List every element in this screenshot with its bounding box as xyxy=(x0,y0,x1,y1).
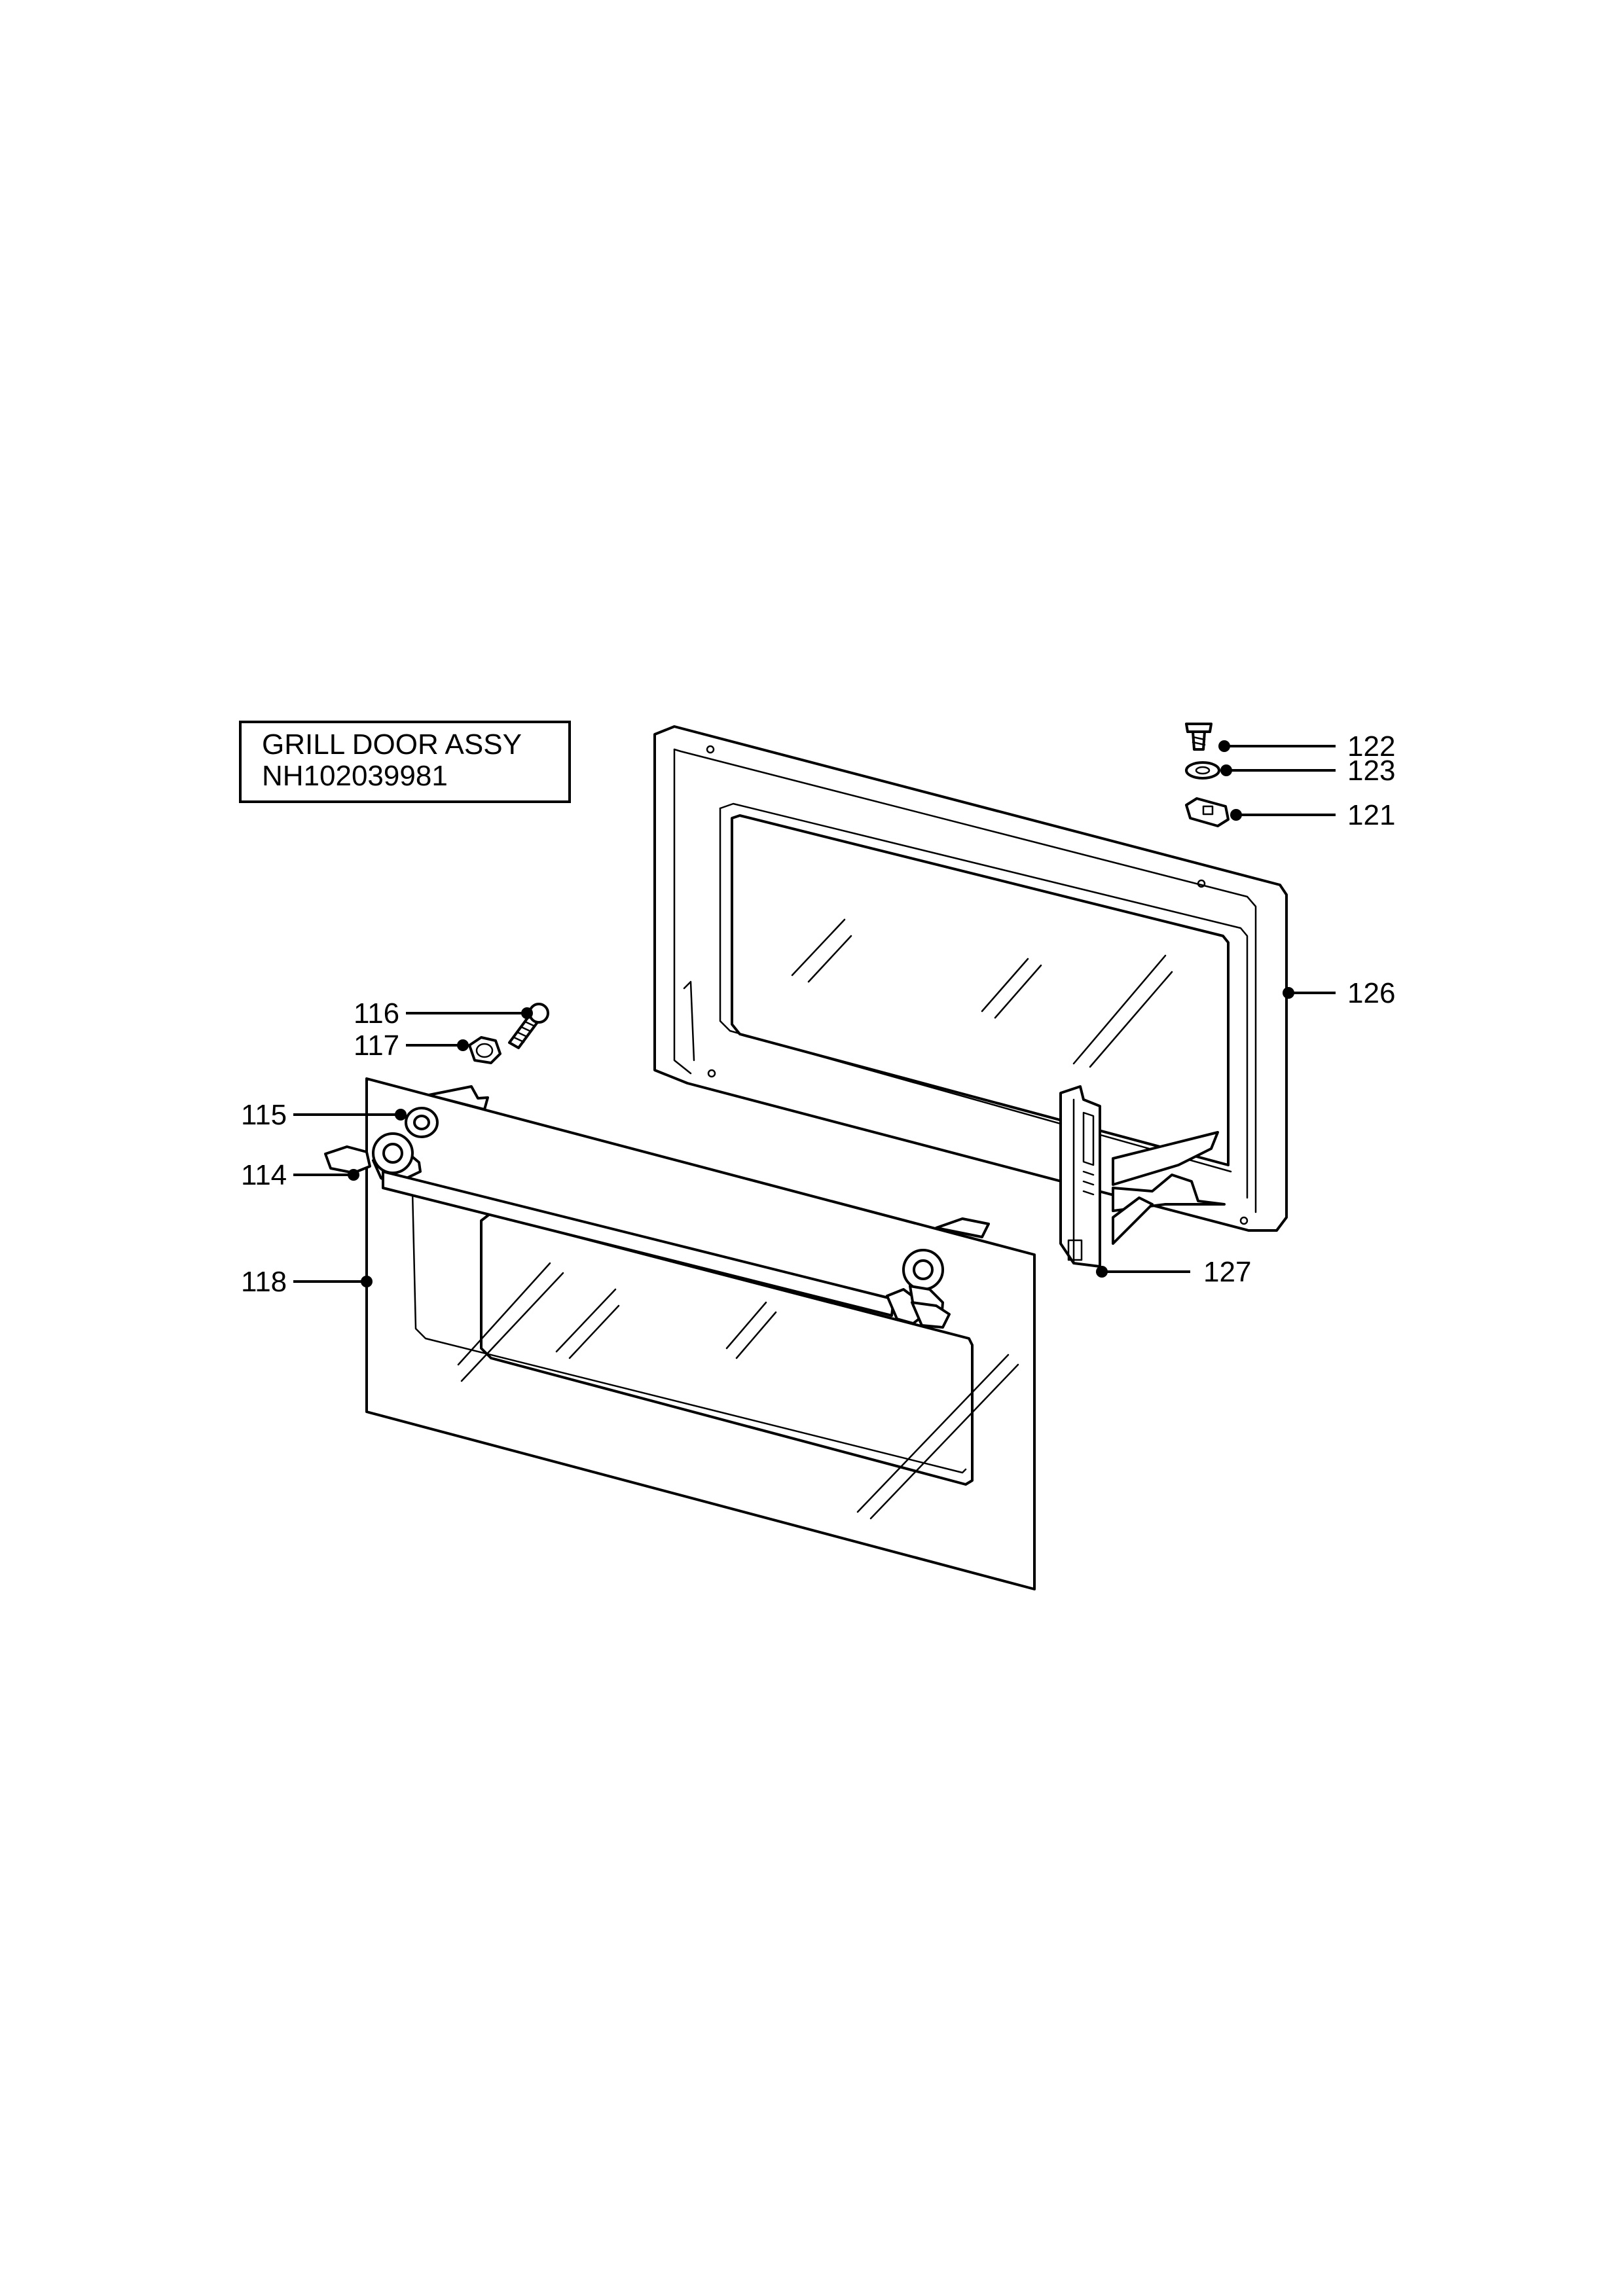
bolt-drawing xyxy=(508,1003,549,1049)
callout-label-114: 114 xyxy=(241,1159,287,1191)
outer-door-panel-drawing xyxy=(365,1077,1036,1590)
callout-127: 127 xyxy=(1096,1256,1251,1288)
callout-label-118: 118 xyxy=(241,1266,287,1298)
callout-label-122: 122 xyxy=(1347,730,1395,762)
callout-label-115: 115 xyxy=(241,1099,287,1131)
callout-126: 126 xyxy=(1283,977,1395,1009)
washer-drawing xyxy=(1185,761,1220,780)
callout-117: 117 xyxy=(354,1030,469,1062)
callout-122: 122 xyxy=(1218,730,1395,762)
callout-114: 114 xyxy=(241,1159,359,1191)
spacer-drawing xyxy=(405,1107,439,1138)
callout-116: 116 xyxy=(354,997,533,1030)
screw-drawing xyxy=(1185,723,1213,751)
callout-label-127: 127 xyxy=(1203,1256,1251,1288)
nut-drawing xyxy=(468,1036,501,1064)
clip-drawing xyxy=(1185,797,1230,827)
callout-label-121: 121 xyxy=(1347,799,1395,831)
callout-label-126: 126 xyxy=(1347,977,1395,1009)
inner-door-frame-drawing xyxy=(653,725,1288,1232)
title-line-2: NH102039981 xyxy=(262,760,448,792)
title-box: GRILL DOOR ASSY NH102039981 xyxy=(239,721,571,803)
hinge-drawing xyxy=(1059,1085,1226,1268)
callout-123: 123 xyxy=(1220,755,1395,787)
callout-115: 115 xyxy=(241,1099,407,1131)
callout-118: 118 xyxy=(241,1266,373,1298)
title-line-1: GRILL DOOR ASSY xyxy=(262,728,522,761)
callout-121: 121 xyxy=(1230,799,1395,831)
callout-label-123: 123 xyxy=(1347,755,1395,787)
callout-label-116: 116 xyxy=(354,997,399,1030)
callout-label-117: 117 xyxy=(354,1030,399,1062)
handle-drawing xyxy=(324,1132,951,1329)
